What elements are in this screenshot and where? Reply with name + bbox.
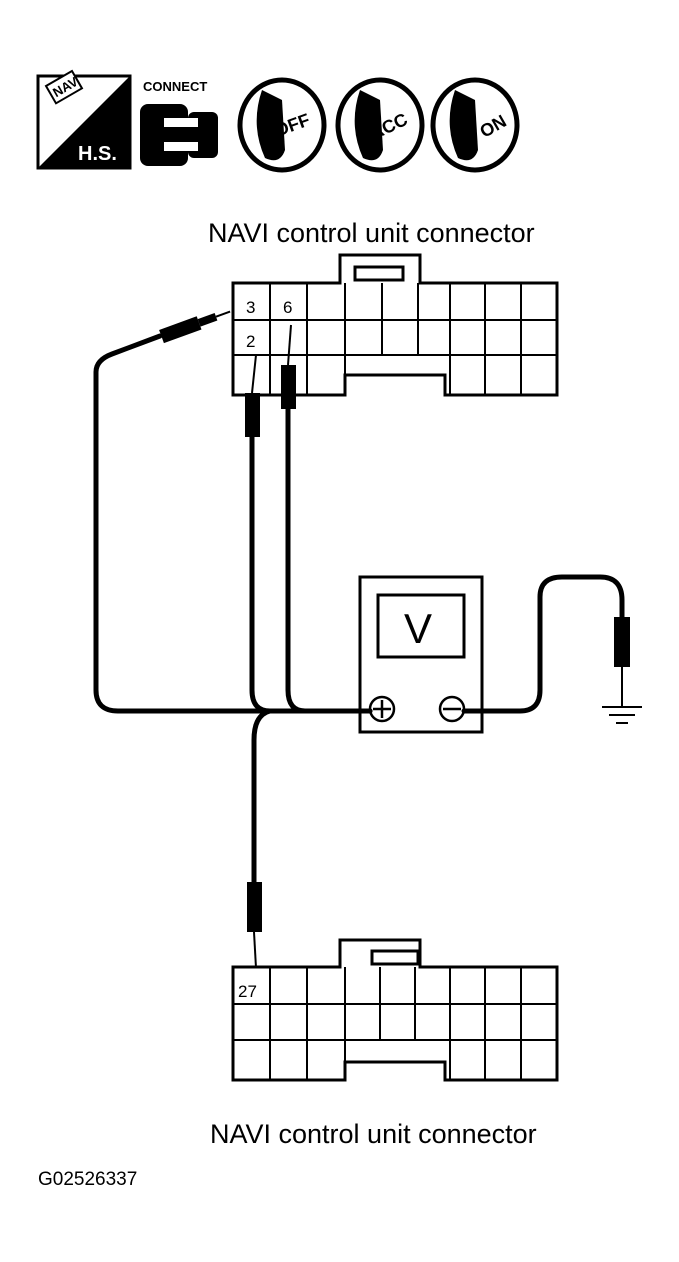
figure-code: G02526337 <box>38 1169 137 1190</box>
connect-label: CONNECT <box>143 79 207 94</box>
pin-3-label: 3 <box>246 298 255 317</box>
bottom-connector: 27 <box>231 938 559 1082</box>
connect-icon: CONNECT <box>140 79 218 166</box>
ignition-off-icon: OFF <box>237 77 327 173</box>
bottom-connector-caption: NAVI control unit connector <box>210 1119 537 1149</box>
top-connector-caption: NAVI control unit connector <box>208 218 535 248</box>
hs-icon: NAV H.S. <box>36 69 132 170</box>
hs-label: H.S. <box>78 143 117 165</box>
voltmeter-label: V <box>404 605 432 652</box>
probe-leads <box>93 333 625 888</box>
pin-27-label: 27 <box>238 982 257 1001</box>
voltmeter: V <box>358 575 484 734</box>
top-connector: 3 6 2 <box>231 253 559 397</box>
pin-2-label: 2 <box>246 332 255 351</box>
icon-strip: NAV H.S. CONNECT OFF ACC ON <box>36 69 520 173</box>
ground-icon <box>602 706 642 724</box>
ignition-on-icon: ON <box>430 77 520 173</box>
ignition-acc-icon: ACC <box>335 77 425 173</box>
probe-tips <box>159 310 630 969</box>
pin-6-label: 6 <box>283 298 292 317</box>
